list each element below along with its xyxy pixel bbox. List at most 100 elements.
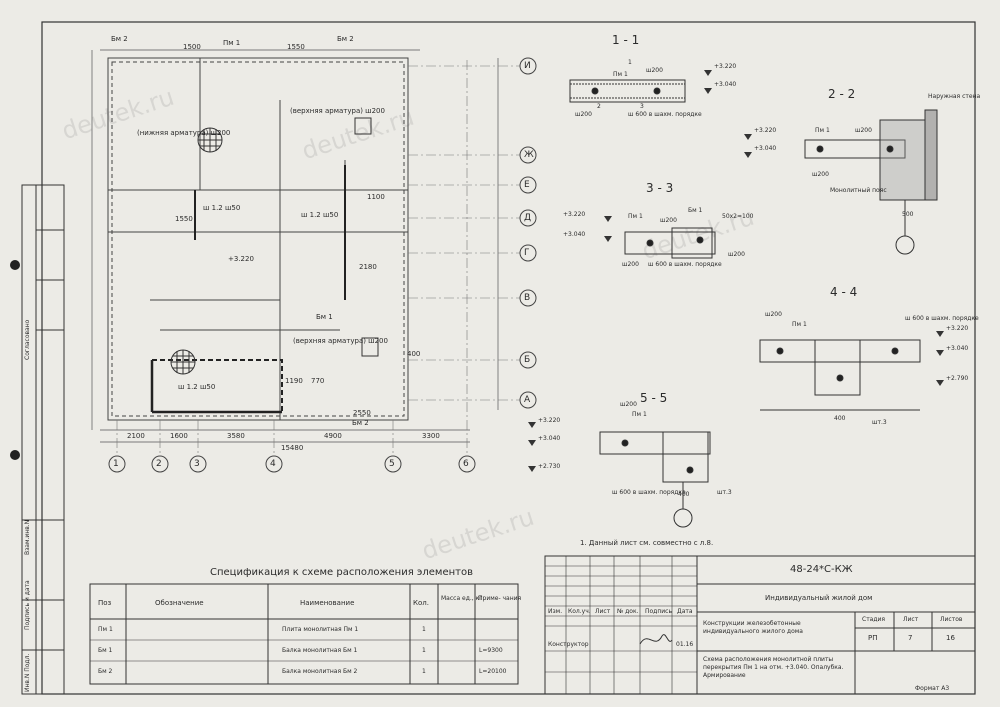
axis-label-x: 5 [389, 459, 395, 469]
rebar-mark: ш200 [660, 217, 677, 224]
element-mark: Пм 1 [815, 127, 830, 134]
rebar-mark: ш200 [575, 111, 592, 118]
spec-header: Поз [98, 599, 112, 607]
axis-label-y: Б [524, 355, 531, 365]
section-title: 2 - 2 [828, 87, 856, 101]
dim-label: 400 [834, 415, 846, 422]
tb-sheet-label: Лист [903, 616, 919, 623]
tb-header: Лист [595, 608, 611, 615]
axis-label-x: 6 [463, 459, 469, 469]
axis-label-y: Ж [524, 150, 534, 160]
dim-label: 400 [678, 491, 690, 498]
elevation-mark: +3.040 [946, 345, 969, 352]
dim-label: 2550 [353, 409, 371, 417]
tb-header: Кол.уч. [568, 608, 591, 615]
elevation-mark: +3.220 [946, 325, 969, 332]
dim-label: 1500 [183, 43, 201, 51]
spec-header: Обозначение [155, 599, 204, 607]
elevation-mark: +3.220 [538, 417, 561, 424]
plan-label: (верхняя арматура) ш200 [290, 107, 385, 115]
rebar-mark: ш200 [812, 171, 829, 178]
element-mark: Бм 1 [688, 207, 703, 214]
stirrup-mark: шт.3 [717, 489, 732, 496]
dim-label: 2180 [359, 263, 377, 271]
table-cell: Плита монолитная Пм 1 [282, 626, 359, 633]
wall-label: Наружная стена [928, 93, 981, 100]
element-mark: Бм 2 [352, 419, 369, 427]
belt-label: Монолитный пояс [830, 187, 887, 194]
rebar-mark: ш 1.2 ш50 [178, 383, 216, 391]
spec-header: Масса ед., кг [441, 595, 483, 602]
elevation-mark: +3.040 [714, 81, 737, 88]
element-mark: Пм 1 [792, 321, 807, 328]
table-cell: 1 [422, 626, 426, 633]
stirrup-mark: шт.3 [872, 419, 887, 426]
section-title: 3 - 3 [646, 181, 674, 195]
axis-label-y: И [524, 61, 531, 71]
axis-label-x: 2 [156, 459, 162, 469]
elevation-mark: +3.220 [754, 127, 777, 134]
plan-label: (нижняя арматура) ш200 [137, 129, 231, 137]
dim-label: 2100 [127, 432, 145, 440]
axis-label-y: В [524, 293, 531, 303]
dim-label: 500 [902, 211, 914, 218]
dim-label: 1550 [175, 215, 193, 223]
section-title: 1 - 1 [612, 33, 640, 47]
dim-label: 4900 [324, 432, 342, 440]
elevation-mark: +3.220 [228, 255, 254, 263]
table-cell: Бм 2 [98, 668, 113, 675]
element-mark: Бм 2 [111, 35, 128, 43]
dim-label: 770 [311, 377, 325, 385]
elevation-mark: +3.040 [538, 435, 561, 442]
axis-label-y: Д [524, 213, 532, 223]
tb-stage: РП [868, 634, 878, 642]
element-mark: Пм 1 [628, 213, 643, 220]
rebar-mark: ш 1.2 ш50 [301, 211, 339, 219]
dim-label: 400 [407, 350, 421, 358]
elevation-mark: +3.220 [714, 63, 737, 70]
sheet-name: Схема расположения монолитной плиты пере… [703, 656, 844, 680]
elevation-mark: +3.040 [754, 145, 777, 152]
spec-header: Кол. [413, 599, 429, 607]
tb-stage-label: Стадия [862, 616, 886, 623]
element-mark: Бм 1 [316, 313, 333, 321]
sidebar-label: Согласовано [24, 319, 31, 360]
document-code: 48-24*С-КЖ [790, 564, 853, 575]
callout: 3 [640, 103, 644, 110]
tb-header: Подпись [645, 608, 672, 615]
dim-label: 1100 [367, 193, 385, 201]
note-text: 1. Данный лист см. совместно с л.8. [580, 539, 714, 547]
elevation-mark: +2.790 [946, 375, 969, 382]
table-cell: Пм 1 [98, 626, 113, 633]
element-mark: Пм 1 [613, 71, 628, 78]
axis-label-y: Г [524, 248, 530, 258]
callout: 2 [597, 103, 601, 110]
elevation-mark: +3.040 [563, 231, 586, 238]
sidebar-label: Подпись и дата [24, 580, 31, 630]
rebar-mark: ш200 [646, 67, 663, 74]
tb-header: Дата [677, 608, 693, 615]
dim-label: 1600 [170, 432, 188, 440]
table-cell: 1 [422, 668, 426, 675]
elevation-mark: +3.220 [563, 211, 586, 218]
dim-label: 50x2=100 [722, 213, 754, 220]
tb-sheets: 16 [946, 634, 955, 642]
dim-label: 1190 [285, 377, 303, 385]
axis-label-y: А [524, 395, 531, 405]
table-cell: Балка монолитная Бм 1 [282, 647, 358, 654]
dim-label: 1550 [287, 43, 305, 51]
section-title: 5 - 5 [640, 391, 668, 405]
rebar-mark: ш200 [855, 127, 872, 134]
table-cell: L=9300 [479, 647, 503, 654]
table-cell: Бм 1 [98, 647, 113, 654]
tb-header: № док. [617, 608, 639, 615]
spec-header: Наименование [300, 599, 355, 607]
rebar-mark: ш200 [765, 311, 782, 318]
tb-format: Формат А3 [915, 685, 950, 692]
rebar-mark: ш200 [728, 251, 745, 258]
rebar-mark: ш 600 в шахм. порядке [612, 489, 686, 496]
dim-label: 3580 [227, 432, 245, 440]
rebar-mark: ш200 [622, 261, 639, 268]
